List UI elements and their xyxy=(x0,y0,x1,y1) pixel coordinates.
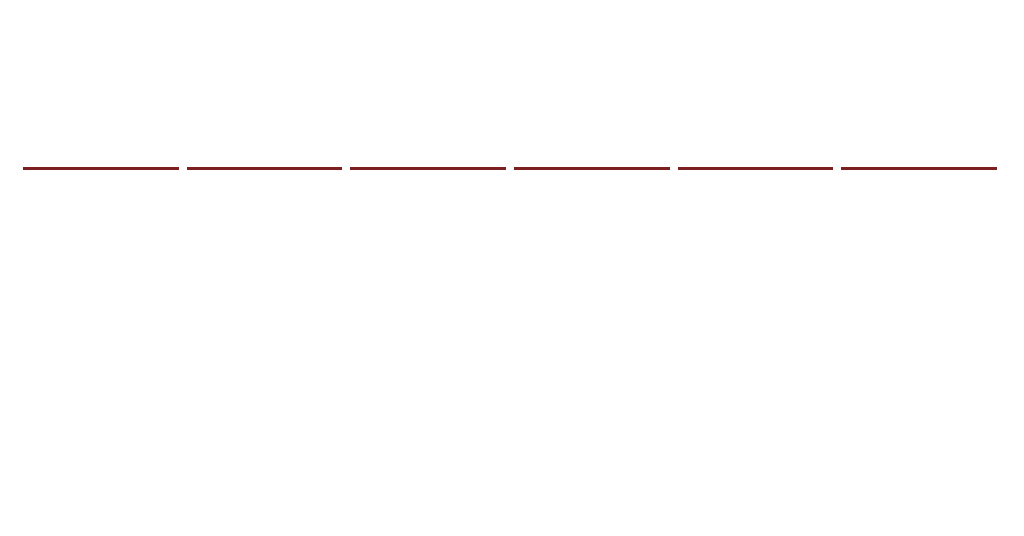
divider-segment-5 xyxy=(677,167,834,170)
divider-segment-3 xyxy=(350,167,507,170)
divider-segment-6 xyxy=(841,167,998,170)
divider-segment-1 xyxy=(23,167,179,170)
divider-segment-2 xyxy=(186,167,343,170)
divider-row xyxy=(23,167,998,170)
divider-segment-4 xyxy=(514,167,670,170)
